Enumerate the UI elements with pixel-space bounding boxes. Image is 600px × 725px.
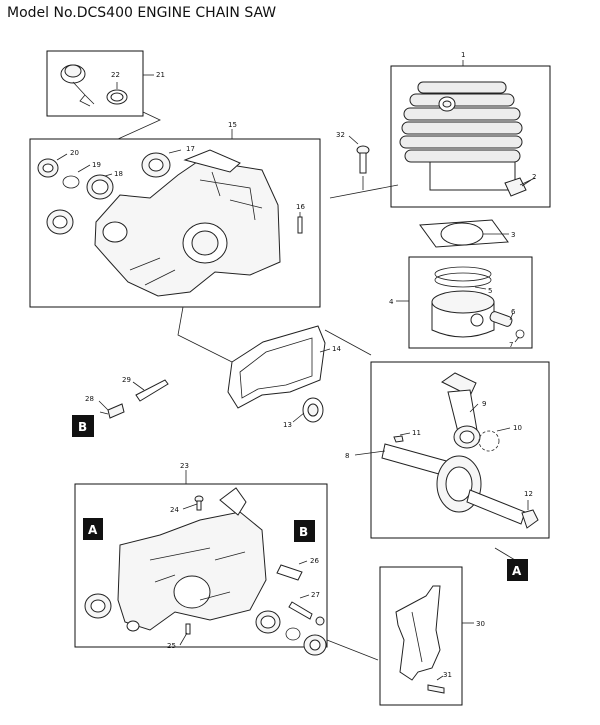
marker-b-right-label: B (299, 525, 308, 539)
callout-4: 4 (389, 298, 394, 306)
callout-8: 8 (345, 452, 349, 460)
crankcase-gasket (99, 325, 326, 423)
leader-cyl-to-case (329, 184, 399, 199)
leader-crank-to-a (494, 547, 516, 561)
callout-10: 10 (513, 424, 522, 432)
callout-14: 14 (332, 345, 341, 353)
callout-5: 5 (488, 287, 492, 295)
frame-plug-group (46, 50, 144, 117)
callout-21: 21 (156, 71, 165, 79)
callout-7: 7 (509, 341, 513, 349)
crankcase-lower (84, 487, 327, 656)
frame-piston-group (408, 256, 533, 349)
leader-case-to-gasket (177, 306, 233, 363)
callout-12: 12 (524, 490, 533, 498)
frame-lower-case-group (74, 483, 328, 648)
callout-25: 25 (167, 642, 176, 650)
marker-a-left-label: A (88, 523, 98, 537)
callout-27: 27 (311, 591, 320, 599)
leader-gasket-to-crank (324, 329, 372, 356)
page-title: Model No.DCS400 ENGINE CHAIN SAW (7, 5, 277, 21)
frame-chain-catcher-group (379, 566, 463, 706)
callout-20: 20 (70, 149, 79, 157)
callout-29: 29 (122, 376, 131, 384)
callout-31: 31 (443, 671, 452, 679)
callout-24: 24 (170, 506, 179, 514)
callout-2: 2 (532, 173, 536, 181)
callout-11: 11 (412, 429, 421, 437)
callout-3: 3 (511, 231, 515, 239)
marker-b-left-label: B (78, 420, 87, 434)
leader-lower-to-catcher (326, 639, 379, 661)
leader-plug-to-case (117, 111, 161, 140)
callout-1: 1 (461, 51, 465, 59)
callout-32: 32 (336, 131, 345, 139)
frame-crankcase-group (29, 138, 321, 308)
callout-18: 18 (114, 170, 123, 178)
callout-22: 22 (111, 71, 120, 79)
callout-leaders (56, 60, 532, 681)
callout-28: 28 (85, 395, 94, 403)
callout-19: 19 (92, 161, 101, 169)
frame-crankshaft-group (370, 361, 550, 539)
frame-cylinder-group (390, 65, 551, 208)
callout-17: 17 (186, 145, 195, 153)
marker-b-left: B (72, 415, 94, 437)
callout-26: 26 (310, 557, 319, 565)
piston (431, 266, 525, 339)
marker-a-right-label: A (512, 564, 522, 578)
spark-plug-cap (60, 64, 128, 107)
marker-a-right: A (507, 559, 528, 581)
callout-30: 30 (476, 620, 485, 628)
callout-15: 15 (228, 121, 237, 129)
callout-13: 13 (283, 421, 292, 429)
marker-b-right: B (294, 520, 315, 542)
callout-23: 23 (180, 462, 189, 470)
callout-16: 16 (296, 203, 305, 211)
cylinder-gasket (419, 219, 509, 248)
callout-6: 6 (511, 308, 516, 316)
callout-9: 9 (482, 400, 486, 408)
crankshaft (381, 372, 539, 529)
crankcase-upper (37, 149, 303, 297)
marker-a-left: A (83, 518, 103, 540)
cylinder (356, 81, 536, 197)
chain-catcher (395, 585, 445, 694)
